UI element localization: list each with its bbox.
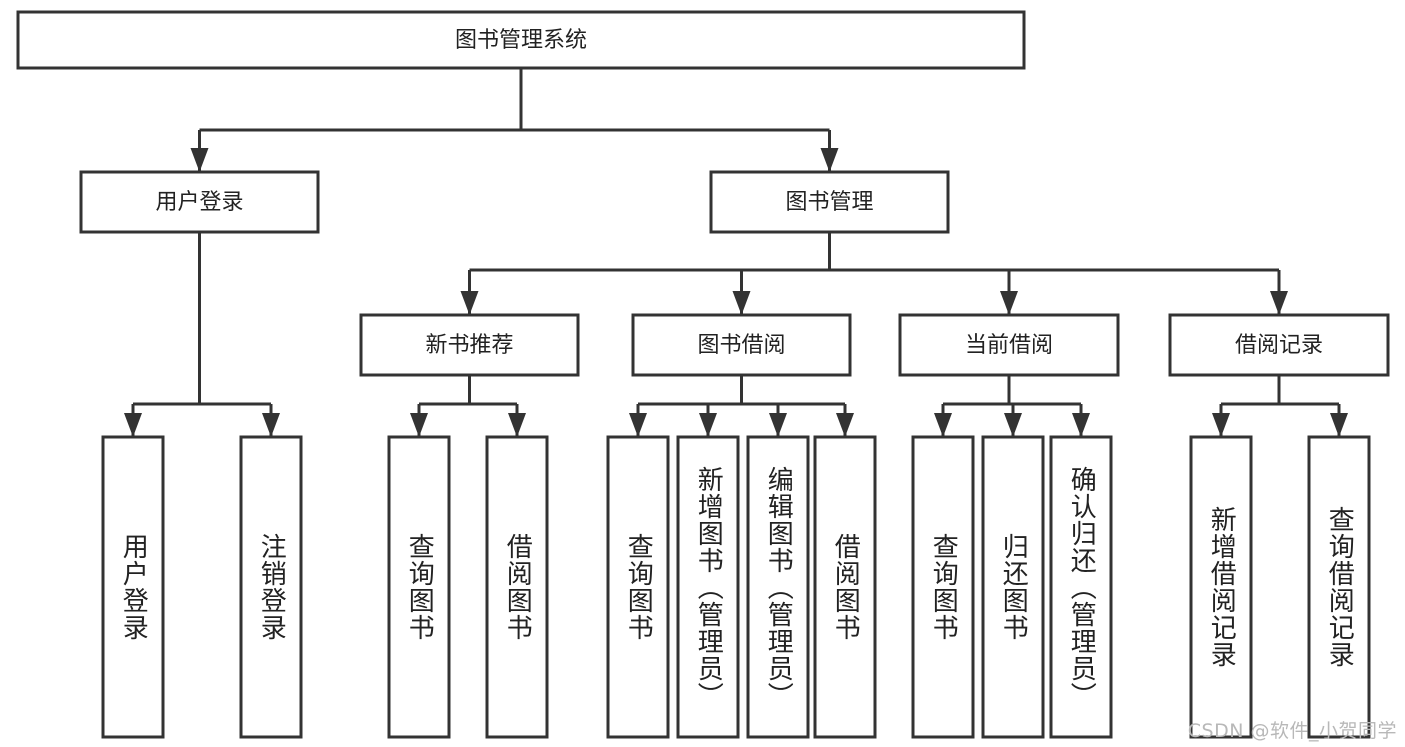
connectors-layer bbox=[124, 68, 1348, 437]
node-label-borrow: 图书借阅 bbox=[697, 333, 785, 358]
node-box-borrow[interactable] bbox=[631, 313, 852, 377]
node-box-bookmgmt[interactable] bbox=[709, 170, 950, 234]
arrow-head-icon bbox=[410, 413, 428, 437]
node-label-records: 借阅记录 bbox=[1235, 333, 1323, 358]
node-box-leaf-nb-query[interactable] bbox=[387, 435, 451, 739]
node-box-leaf-cu-query[interactable] bbox=[911, 435, 975, 739]
arrow-head-icon bbox=[262, 413, 280, 437]
node-box-login[interactable] bbox=[79, 170, 320, 234]
node-box-leaf-cu-return[interactable] bbox=[981, 435, 1045, 739]
arrow-head-icon bbox=[732, 291, 751, 315]
node-box-leaf-user-login[interactable] bbox=[101, 435, 165, 739]
arrow-head-icon bbox=[124, 413, 142, 437]
arrow-head-icon bbox=[508, 413, 526, 437]
node-label-login: 用户登录 bbox=[155, 190, 243, 215]
node-label-newbook: 新书推荐 bbox=[425, 333, 513, 358]
node-label-current: 当前借阅 bbox=[965, 333, 1053, 358]
node-box-newbook[interactable] bbox=[359, 313, 580, 377]
node-label-root: 图书管理系统 bbox=[455, 28, 587, 53]
node-box-leaf-cu-confirm[interactable] bbox=[1049, 435, 1113, 739]
arrow-head-icon bbox=[1072, 413, 1090, 437]
arrow-head-icon bbox=[820, 148, 839, 172]
node-label-bookmgmt: 图书管理 bbox=[785, 190, 873, 215]
node-box-leaf-nb-borrow[interactable] bbox=[485, 435, 549, 739]
node-box-leaf-rec-query[interactable] bbox=[1307, 435, 1371, 739]
node-box-leaf-user-logout[interactable] bbox=[239, 435, 303, 739]
watermark-text: CSDN @软件_小贺同学 bbox=[1187, 720, 1397, 742]
arrow-head-icon bbox=[460, 291, 479, 315]
node-box-leaf-bo-borrow[interactable] bbox=[813, 435, 877, 739]
boxes-layer bbox=[16, 10, 1390, 739]
arrow-head-icon bbox=[1330, 413, 1348, 437]
node-box-leaf-bo-add[interactable] bbox=[676, 435, 740, 739]
arrow-head-icon bbox=[1000, 291, 1018, 315]
node-box-leaf-rec-add[interactable] bbox=[1189, 435, 1253, 739]
arrow-head-icon bbox=[190, 148, 209, 172]
arrow-head-icon bbox=[1004, 413, 1022, 437]
node-box-records[interactable] bbox=[1168, 313, 1390, 377]
arrow-head-icon bbox=[629, 413, 647, 437]
arrow-head-icon bbox=[1212, 413, 1230, 437]
arrow-head-icon bbox=[769, 413, 787, 437]
arrow-head-icon bbox=[1270, 291, 1288, 315]
arrow-head-icon bbox=[699, 413, 717, 437]
node-box-leaf-bo-edit[interactable] bbox=[746, 435, 810, 739]
node-box-root[interactable] bbox=[16, 10, 1026, 70]
node-box-current[interactable] bbox=[898, 313, 1120, 377]
arrow-head-icon bbox=[836, 413, 854, 437]
arrow-head-icon bbox=[934, 413, 952, 437]
node-box-leaf-bo-query[interactable] bbox=[606, 435, 670, 739]
